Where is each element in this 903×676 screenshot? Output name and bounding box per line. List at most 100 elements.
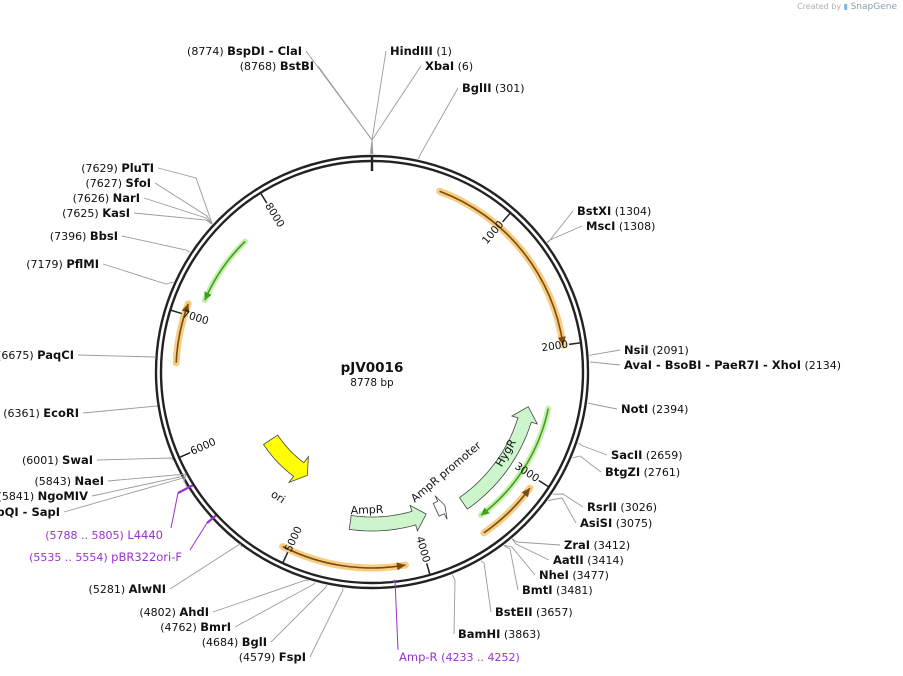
enzyme-name: RsrII [587, 500, 617, 514]
enzyme-site-nsii: NsiI (2091) [589, 343, 689, 357]
enzyme-position: (1308) [615, 220, 655, 233]
enzyme-name: NgoMIV [38, 489, 88, 503]
enzyme-label: RsrII (3026) [587, 500, 657, 514]
enzyme-position: (7627) [85, 177, 125, 190]
snapgene-credit: Created by ▮ SnapGene [797, 2, 897, 12]
enzyme-name: FspI [279, 650, 306, 664]
enzyme-site-ahdi: (4802) AhdI [139, 579, 309, 619]
enzyme-leader-line [480, 560, 492, 613]
enzyme-name: EcoRI [43, 406, 79, 420]
hygr-cds-line-band [478, 405, 552, 519]
enzyme-position: (3657) [533, 606, 573, 619]
enzyme-site-bsteii: BstEII (3657) [480, 560, 573, 619]
enzyme-label: BstEII (3657) [495, 605, 573, 619]
enzyme-leader-line [96, 457, 174, 461]
feature-hygr-arrow [458, 406, 539, 510]
enzyme-leader-line [548, 497, 577, 524]
enzyme-position: (2134) [801, 359, 841, 372]
tick-label-2000: 2000 [541, 339, 569, 355]
enzyme-leader-line [503, 545, 519, 591]
enzyme-site-bstxi: BstXI (1304) [546, 204, 651, 243]
enzyme-label: HindIII (1) [390, 44, 452, 58]
enzyme-leader-line [418, 87, 459, 160]
enzyme-leader-line [511, 538, 550, 561]
enzyme-label: (4802) AhdI [139, 605, 209, 619]
enzyme-site-xbai: XbaI (6) [371, 59, 473, 155]
enzyme-position: (4684) [202, 636, 242, 649]
enzyme-position: (2659) [642, 449, 682, 462]
enzyme-leader-line [371, 50, 387, 155]
enzyme-name: SacII [611, 448, 642, 462]
enzyme-site-alwni: (5281) AlwNI [89, 543, 243, 596]
enzyme-leader-line [169, 543, 243, 590]
enzyme-label: BamHI (3863) [458, 627, 541, 641]
primer-site-l4440: (5788 .. 5805) L4440 [45, 484, 194, 542]
enzyme-name: AlwNI [129, 582, 166, 596]
enzyme-name: MscI [586, 219, 615, 233]
enzyme-position: (5841) [0, 490, 38, 503]
enzyme-site-sfoi: (7627) SfoI [85, 176, 213, 225]
enzyme-name: HindIII [390, 44, 433, 58]
orf-hygr-arc-arrowhead [557, 336, 566, 346]
enzyme-leader-line [589, 361, 621, 366]
enzyme-name: BstEII [495, 605, 533, 619]
credit-brand: SnapGene [850, 2, 897, 12]
enzyme-leader-line [504, 544, 536, 576]
tick-mark-4000 [425, 563, 431, 576]
orf-bottom-arc-band [279, 543, 409, 572]
enzyme-name: PaqCI [37, 348, 74, 362]
enzyme-leader-line [133, 212, 213, 225]
enzyme-position: (6) [454, 60, 473, 73]
enzyme-site-rsrii: RsrII (3026) [552, 493, 657, 514]
primer-site-pbr322ori-f: (5535 .. 5554) pBR322ori-F [29, 514, 217, 564]
enzyme-position: (7625) [62, 207, 102, 220]
enzyme-site-ngomiv: (5841) NgoMIV [0, 475, 185, 503]
enzyme-leader-line [154, 182, 213, 225]
enzyme-position: (5281) [89, 583, 129, 596]
enzyme-name: BspQI - SapI [0, 505, 60, 519]
enzyme-name: BspDI - ClaI [227, 44, 302, 58]
green-left-line-arrowhead [204, 291, 212, 301]
orf-left-arc-arrowhead [181, 303, 190, 313]
enzyme-label: (7627) SfoI [85, 176, 151, 190]
plasmid-backbone [154, 154, 590, 590]
enzyme-site-bmti: BmtI (3481) [503, 545, 593, 597]
orf-layer [172, 187, 567, 572]
enzyme-name: BamHI [458, 627, 500, 641]
tick-mark-6000 [178, 452, 191, 459]
enzyme-site-bstbi: (8768) BstBI [240, 59, 373, 155]
feature-ori-label: ori [268, 488, 287, 507]
enzyme-label: (6361) EcoRI [3, 406, 79, 420]
enzyme-position: (2761) [640, 466, 680, 479]
enzyme-site-avai-bsobi-paer7i-xhoi: AvaI - BsoBI - PaeR7I - XhoI (2134) [589, 358, 841, 372]
enzyme-label: (7629) PluTI [81, 161, 154, 175]
orf-hygr-arc-band [436, 187, 567, 349]
enzyme-name: BstBI [280, 59, 314, 73]
enzyme-label: (8768) BstBI [240, 59, 314, 73]
backbone-outer-ring [154, 154, 590, 590]
enzyme-position: (3477) [569, 569, 609, 582]
enzyme-name: BglII [462, 81, 492, 95]
hygr-cds-line-arrowhead [481, 507, 490, 516]
primer-range: (5788 .. 5805) [45, 529, 127, 542]
enzyme-site-bspdi-clai: (8774) BspDI - ClaI [187, 44, 373, 155]
enzyme-position: (8768) [240, 60, 280, 73]
credit-prefix: Created by [797, 2, 842, 11]
enzyme-label: (4762) BmrI [160, 620, 231, 634]
enzyme-name: AvaI - BsoBI - PaeR7I - XhoI [624, 358, 801, 372]
enzyme-site-fspi: (4579) FspI [239, 587, 344, 664]
enzyme-site-btgzi: BtgZI (2761) [572, 455, 680, 479]
tick-mark-7000 [170, 309, 182, 315]
enzyme-label: (7179) PflMI [26, 257, 99, 271]
enzyme-site-asisi: AsiSI (3075) [548, 497, 652, 530]
enzyme-leader-line [143, 197, 213, 225]
enzyme-label: AsiSI (3075) [580, 516, 652, 530]
enzyme-label: NsiI (2091) [624, 343, 689, 357]
feature-ampr-promoter-arrow [432, 495, 448, 520]
enzyme-name: BmtI [522, 583, 553, 597]
enzyme-name: NheI [539, 568, 569, 582]
enzyme-name: AsiSI [580, 516, 612, 530]
enzyme-leader-line [102, 263, 174, 285]
enzyme-leader-line [589, 349, 621, 357]
enzyme-leader-line [309, 587, 344, 658]
